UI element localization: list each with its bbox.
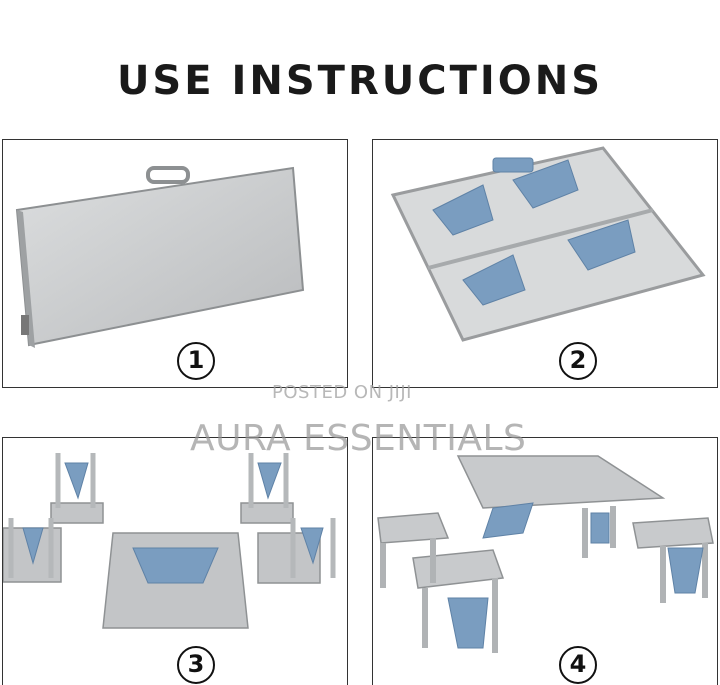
assembled-table-image bbox=[377, 455, 714, 653]
step-number-3: 3 bbox=[177, 646, 215, 684]
page-title: USE INSTRUCTIONS bbox=[116, 58, 604, 104]
step-panel-1: 1 bbox=[2, 139, 348, 388]
step-number-1: 1 bbox=[177, 342, 215, 380]
seats-unfolding-image bbox=[3, 453, 336, 629]
step-panel-3: 3 bbox=[2, 437, 348, 685]
step-number-2: 2 bbox=[559, 342, 597, 380]
folded-table-case-image bbox=[15, 166, 305, 348]
step-panel-2: 2 bbox=[372, 139, 718, 388]
step-panel-4: 4 bbox=[372, 437, 718, 685]
step-number-4: 4 bbox=[559, 646, 597, 684]
watermark-posted-on: POSTED ON JIJI bbox=[272, 382, 412, 403]
opened-case-image bbox=[390, 146, 706, 342]
watermark-brand: AURA ESSENTIALS bbox=[190, 418, 527, 459]
